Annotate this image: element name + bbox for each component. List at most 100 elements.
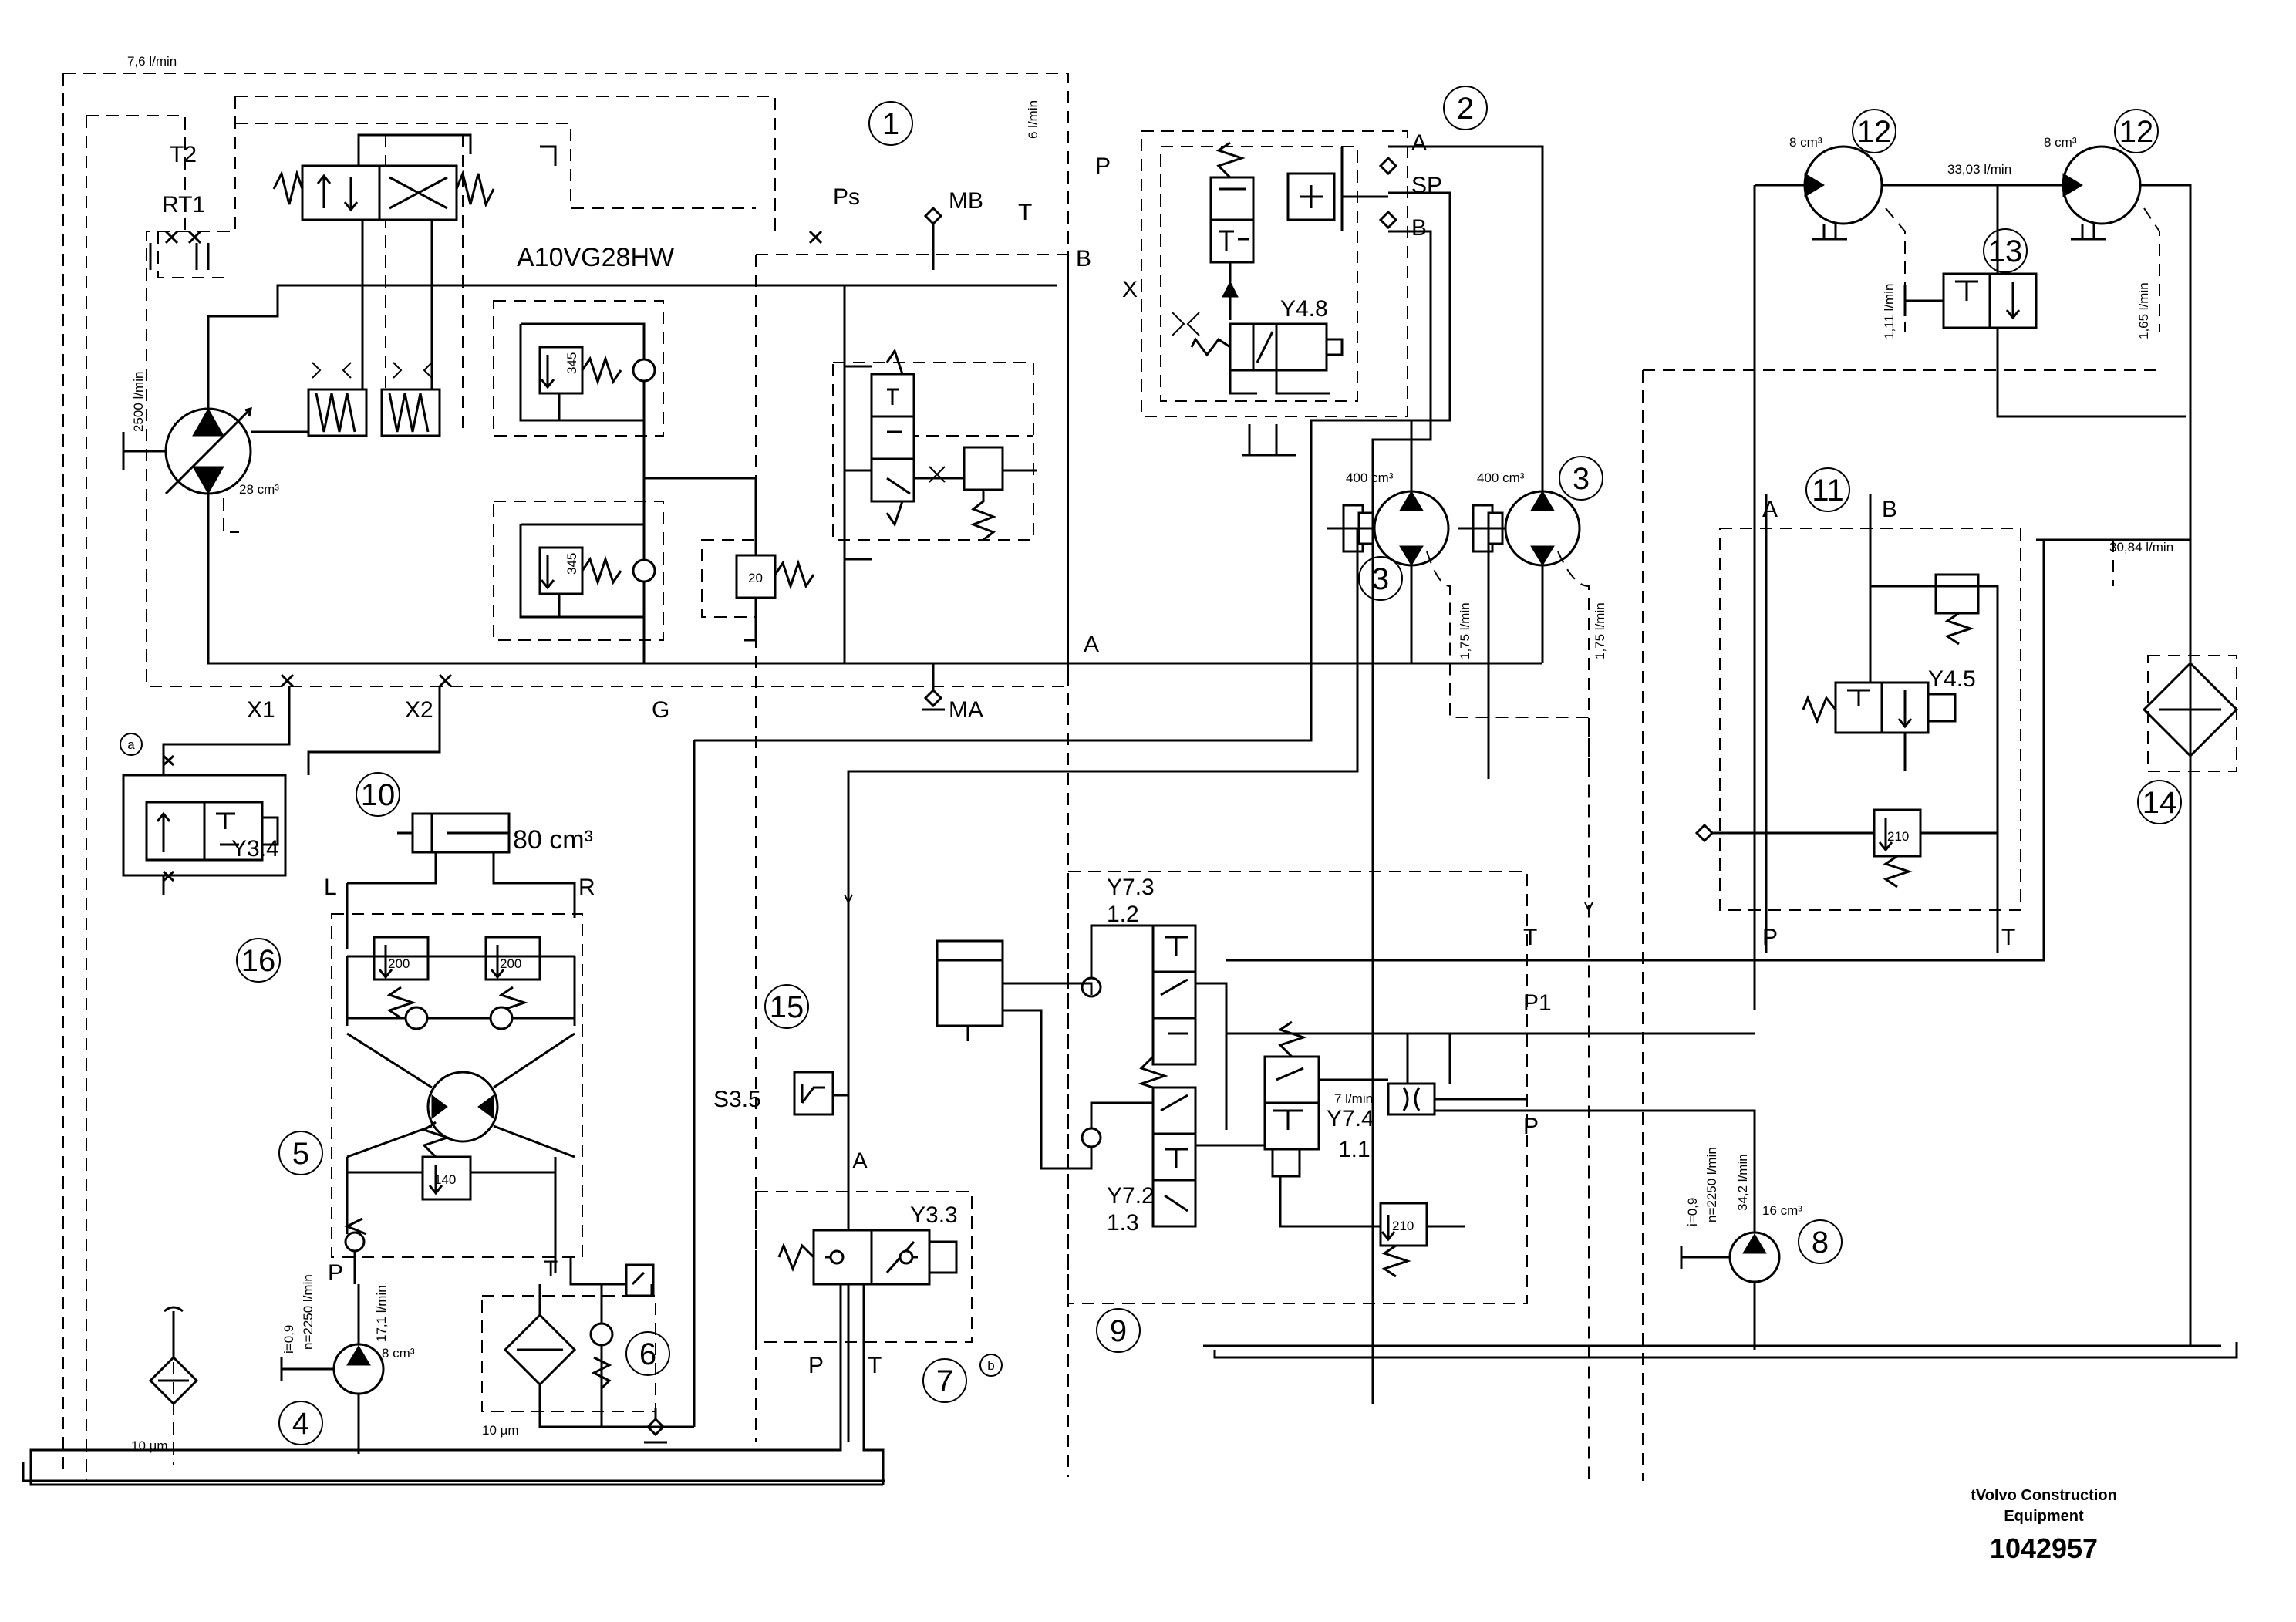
disp-8-pump4: 8 cm³ bbox=[382, 1346, 415, 1361]
port-x1: X1 bbox=[247, 697, 275, 723]
pressure-345-bottom: 345 bbox=[565, 553, 579, 575]
port-p1: P1 bbox=[1523, 990, 1552, 1016]
solenoid-label-y4-5: Y4.5 bbox=[1928, 666, 1976, 692]
flow-7: 7 l/min bbox=[1334, 1091, 1373, 1106]
label-sub-b: b bbox=[987, 1358, 994, 1373]
port-g: G bbox=[652, 697, 669, 723]
flow-7-6: 7,6 l/min bbox=[127, 54, 177, 69]
flow-1-65: 1,65 l/min bbox=[2136, 282, 2151, 339]
valve-y7-2-a bbox=[1151, 1086, 1197, 1135]
disp-400-right: 400 cm³ bbox=[1477, 470, 1525, 485]
port-a-unit2: A bbox=[1411, 130, 1427, 156]
solenoid-valve-unit-a bbox=[122, 686, 441, 895]
relief-valve-140 bbox=[421, 1155, 472, 1201]
pump4-speed: n=2250 l/min bbox=[301, 1274, 315, 1350]
port-b-unit11: B bbox=[1882, 497, 1897, 522]
port-t-unit6: T bbox=[544, 1256, 558, 1282]
unit2-spool-lower bbox=[1209, 218, 1255, 264]
disp-8-left: 8 cm³ bbox=[1789, 135, 1822, 150]
valve-y7-4-a bbox=[1263, 1055, 1320, 1104]
flush-relief-valve bbox=[963, 446, 1004, 491]
label-unit-11: 11 bbox=[1812, 474, 1844, 508]
valve-y3-3-coil bbox=[928, 1240, 958, 1274]
pump4-ratio: i=0,9 bbox=[282, 1325, 296, 1354]
solenoid-label-y4-8: Y4.8 bbox=[1280, 296, 1328, 322]
label-unit-8: 8 bbox=[1812, 1226, 1829, 1259]
flow-1-11: 1,11 l/min bbox=[1882, 284, 1896, 339]
document-number: 1042957 bbox=[1990, 1533, 2098, 1564]
pump8-ratio: i=0,9 bbox=[1685, 1198, 1700, 1226]
brand-line-1: tVolvo Construction bbox=[1971, 1487, 2117, 1504]
port-p-unit7: P bbox=[808, 1353, 824, 1378]
label-unit-12-left: 12 bbox=[1857, 115, 1892, 149]
solenoid-y4-5-coil bbox=[1927, 693, 1957, 723]
check-valve-top bbox=[632, 358, 656, 383]
port-mb: MB bbox=[949, 188, 983, 214]
valve-y7-2-b bbox=[1151, 1132, 1197, 1182]
port-ps: Ps bbox=[833, 184, 860, 210]
solenoid-label-y7-2: Y7.2 bbox=[1107, 1183, 1155, 1209]
flow-33: 33,03 l/min bbox=[1947, 162, 2011, 177]
footer: tVolvo Construction Equipment 1042957 bbox=[1971, 1487, 2117, 1564]
pump-unit-1 bbox=[62, 73, 1542, 1481]
relief-11-upper bbox=[1934, 573, 1980, 615]
position-label-1-3: 1.3 bbox=[1107, 1210, 1139, 1236]
pump-model-label: A10VG28HW bbox=[517, 243, 674, 272]
switch-label-s3-5: S3.5 bbox=[713, 1087, 761, 1112]
pressure-140: 140 bbox=[434, 1172, 456, 1187]
valve-unit-2 bbox=[694, 130, 1544, 1404]
label-unit-13: 13 bbox=[1988, 234, 2023, 268]
filter-10-left: 10 µm bbox=[131, 1438, 168, 1453]
check-y3-3-a bbox=[829, 1249, 845, 1265]
port-t-unit11: T bbox=[2001, 925, 2015, 950]
label-unit-9: 9 bbox=[1110, 1314, 1127, 1348]
valve-y7-3-c bbox=[1151, 1017, 1197, 1066]
label-unit-4: 4 bbox=[292, 1407, 309, 1441]
bypass-check-6 bbox=[589, 1322, 614, 1347]
flow-34-2: 34,2 l/min bbox=[1735, 1154, 1750, 1211]
check-y3-3-b bbox=[899, 1249, 914, 1265]
flush-valve-block-3 bbox=[870, 457, 915, 503]
motors-3 bbox=[844, 420, 1593, 1481]
port-rt1: RT1 bbox=[162, 192, 205, 218]
pressure-210-unit9: 210 bbox=[1392, 1219, 1414, 1233]
filter-10-6: 10 µm bbox=[482, 1423, 519, 1438]
brand-line-2: Equipment bbox=[2004, 1508, 2084, 1525]
port-ma: MA bbox=[949, 697, 983, 723]
solenoid-valve-y3-4-spool-a bbox=[145, 801, 206, 862]
pressure-345-top: 345 bbox=[565, 352, 579, 374]
position-label-1-2: 1.2 bbox=[1107, 902, 1139, 927]
label-unit-14: 14 bbox=[2143, 786, 2177, 820]
port-x2: X2 bbox=[405, 697, 433, 723]
label-unit-15: 15 bbox=[770, 990, 804, 1024]
flow-labels: 7,6 l/min 6 l/min 2500 l/min 33,03 l/min… bbox=[127, 54, 2173, 1342]
label-unit-2: 2 bbox=[1457, 92, 1474, 126]
solenoid-valve-y3-4-spool-b bbox=[203, 801, 264, 862]
port-a-unit1: A bbox=[1084, 632, 1099, 657]
label-unit-3-left: 3 bbox=[1372, 562, 1389, 596]
port-p-unit2: P bbox=[1095, 153, 1111, 179]
solenoid-label-y7-4: Y7.4 bbox=[1327, 1106, 1374, 1131]
units-15-7 bbox=[22, 1071, 973, 1486]
disp-8-right: 8 cm³ bbox=[2044, 135, 2077, 150]
label-unit-16: 16 bbox=[241, 944, 276, 978]
unit2-spool-upper bbox=[1209, 176, 1255, 221]
pump8-speed: n=2250 l/min bbox=[1704, 1147, 1719, 1222]
circled-numbers: 1 2 3 3 4 5 6 7 8 9 10 11 12 12 13 14 15… bbox=[120, 86, 2182, 1445]
pressure-switch-s3-5 bbox=[793, 1071, 834, 1116]
pressure-labels: 345 345 20 200 200 140 210 210 bbox=[388, 352, 1909, 1233]
label-unit-5: 5 bbox=[292, 1137, 309, 1171]
direction-valve-left-spool bbox=[301, 164, 381, 221]
solenoid-label-y7-3: Y7.3 bbox=[1107, 875, 1155, 900]
pressure-20: 20 bbox=[748, 571, 763, 585]
pressure-200-right: 200 bbox=[500, 956, 521, 971]
label-unit-3-right: 3 bbox=[1573, 462, 1590, 496]
disp-80: 80 cm³ bbox=[513, 825, 593, 855]
cylinder-9 bbox=[936, 939, 1004, 1027]
flow-30-84: 30,84 l/min bbox=[2109, 540, 2173, 555]
port-t-unit7: T bbox=[868, 1353, 882, 1378]
solenoid-y4-8 bbox=[1229, 322, 1328, 372]
port-t-unit9: T bbox=[1523, 925, 1537, 950]
port-t2: T2 bbox=[170, 142, 197, 167]
